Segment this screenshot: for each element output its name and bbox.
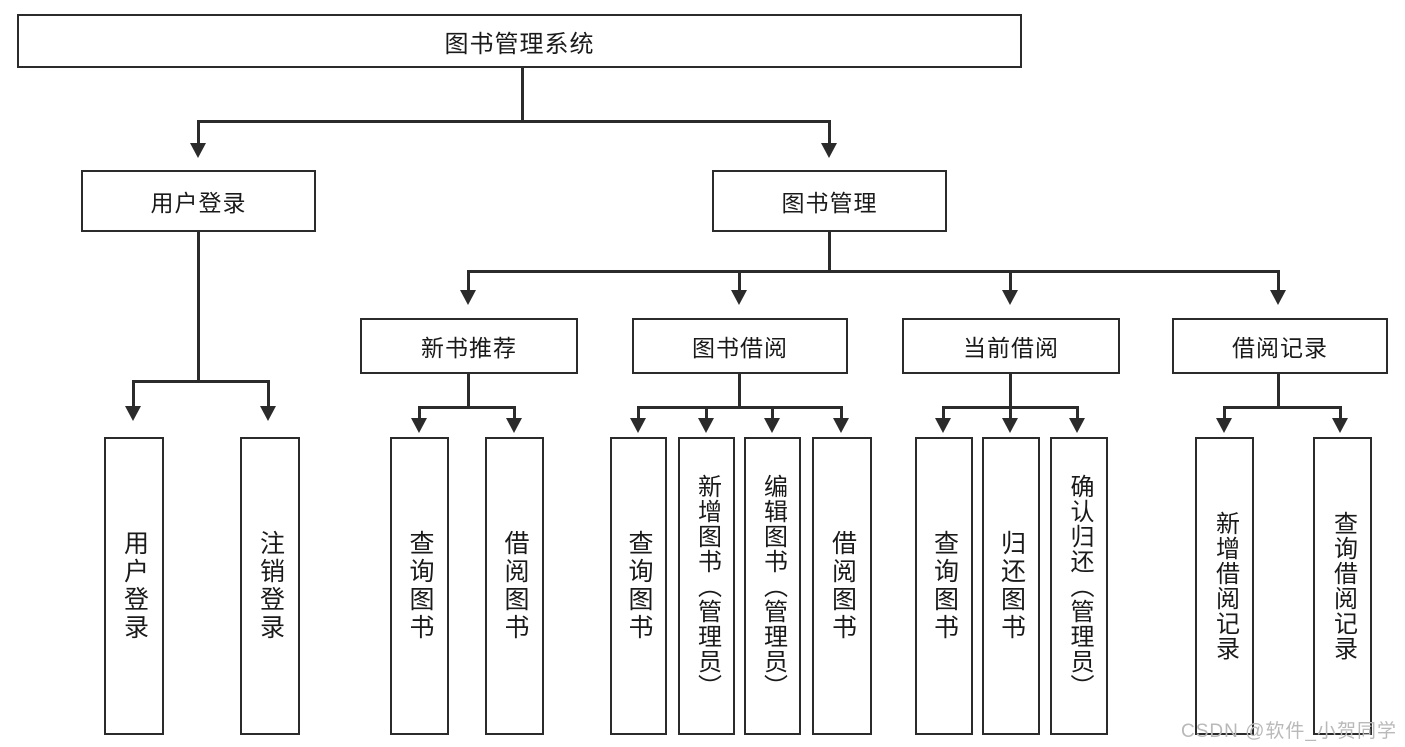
node-label: 借阅记录: [1232, 335, 1328, 361]
connector-new-book-stem: [467, 374, 470, 406]
connector-new-book-branch-2: [513, 406, 516, 420]
node-label: 新书推荐: [421, 335, 517, 361]
connector-current-borrow-branch-2: [1009, 406, 1012, 420]
connector-book-borrow-branch-4: [840, 406, 843, 420]
connector-root-to-user-login: [197, 120, 200, 145]
arrow-to-leaf-confirm-return: [1069, 418, 1085, 433]
arrow-to-leaf-return-book: [1002, 418, 1018, 433]
connector-new-book-branch-1: [418, 406, 421, 420]
connector-root-bus: [197, 120, 831, 123]
node-label: 图书管理系统: [444, 30, 595, 58]
arrow-to-borrow-record: [1270, 290, 1286, 305]
arrow-to-leaf-borrow-book-b: [833, 418, 849, 433]
arrow-to-leaf-logout: [260, 406, 276, 421]
connector-user-login-branch-2: [267, 380, 270, 408]
arrow-to-leaf-borrow-book-a: [506, 418, 522, 433]
leaf-label: 借阅图书: [828, 530, 857, 642]
arrow-to-leaf-edit-book: [764, 418, 780, 433]
leaf-query-book-new[interactable]: 查询图书: [390, 437, 449, 735]
leaf-user-login[interactable]: 用户登录: [104, 437, 164, 735]
leaf-query-book-borrow[interactable]: 查询图书: [610, 437, 667, 735]
connector-borrow-record-stem: [1277, 374, 1280, 406]
connector-borrow-record-bus: [1223, 406, 1342, 409]
connector-to-borrow-record: [1277, 270, 1280, 292]
leaf-logout[interactable]: 注销登录: [240, 437, 300, 735]
arrow-to-leaf-user-login: [125, 406, 141, 421]
connector-book-borrow-bus: [637, 406, 843, 409]
node-book-borrow[interactable]: 图书借阅: [632, 318, 848, 374]
connector-root-to-book-manage: [828, 120, 831, 145]
connector-borrow-record-branch-1: [1223, 406, 1226, 420]
arrow-to-leaf-query-book-c: [935, 418, 951, 433]
connector-to-current-borrow: [1009, 270, 1012, 292]
leaf-edit-book-admin[interactable]: 编辑图书（管理员）: [744, 437, 801, 735]
leaf-label: 查询借阅记录: [1329, 511, 1357, 661]
node-new-book-recommend[interactable]: 新书推荐: [360, 318, 578, 374]
connector-to-new-book: [467, 270, 470, 292]
arrow-to-book-borrow: [731, 290, 747, 305]
arrow-to-leaf-query-book-a: [411, 418, 427, 433]
connector-book-manage-stem: [828, 232, 831, 270]
connector-user-login-branch-1: [132, 380, 135, 408]
node-user-login[interactable]: 用户登录: [81, 170, 316, 232]
connector-user-login-stem: [197, 232, 200, 380]
arrow-to-book-manage: [821, 143, 837, 158]
leaf-label: 新增图书（管理员）: [693, 473, 721, 699]
arrow-to-leaf-query-book-b: [630, 418, 646, 433]
node-current-borrow[interactable]: 当前借阅: [902, 318, 1120, 374]
leaf-borrow-book-borrow[interactable]: 借阅图书: [812, 437, 872, 735]
connector-root-stem: [521, 68, 524, 120]
leaf-label: 归还图书: [997, 530, 1026, 642]
node-borrow-record[interactable]: 借阅记录: [1172, 318, 1388, 374]
arrow-to-leaf-query-record: [1332, 418, 1348, 433]
leaf-label: 新增借阅记录: [1211, 511, 1239, 661]
leaf-borrow-book-new[interactable]: 借阅图书: [485, 437, 544, 735]
node-book-manage[interactable]: 图书管理: [712, 170, 947, 232]
leaf-label: 查询图书: [406, 530, 434, 642]
leaf-add-book-admin[interactable]: 新增图书（管理员）: [678, 437, 735, 735]
connector-book-manage-bus: [467, 270, 1280, 273]
connector-book-borrow-branch-3: [771, 406, 774, 420]
leaf-label: 借阅图书: [501, 530, 529, 642]
leaf-label: 编辑图书（管理员）: [759, 473, 787, 699]
arrow-to-leaf-add-record: [1216, 418, 1232, 433]
leaf-label: 注销登录: [256, 530, 285, 642]
node-label: 图书管理: [781, 190, 878, 216]
connector-book-borrow-branch-2: [705, 406, 708, 420]
arrow-to-current-borrow: [1002, 290, 1018, 305]
leaf-add-borrow-record[interactable]: 新增借阅记录: [1195, 437, 1254, 735]
node-root-system[interactable]: 图书管理系统: [17, 14, 1022, 68]
leaf-confirm-return-admin[interactable]: 确认归还（管理员）: [1050, 437, 1108, 735]
leaf-label: 查询图书: [625, 530, 653, 642]
connector-new-book-bus: [418, 406, 516, 409]
csdn-watermark: CSDN @软件_小贺同学: [1181, 721, 1397, 742]
arrow-to-leaf-add-book: [698, 418, 714, 433]
connector-current-borrow-branch-3: [1076, 406, 1079, 420]
connector-current-borrow-branch-1: [942, 406, 945, 420]
arrow-to-new-book: [460, 290, 476, 305]
leaf-label: 用户登录: [120, 530, 149, 642]
leaf-query-book-current[interactable]: 查询图书: [915, 437, 973, 735]
leaf-label: 查询图书: [930, 530, 959, 642]
connector-book-borrow-stem: [738, 374, 741, 406]
leaf-label: 确认归还（管理员）: [1065, 473, 1093, 699]
connector-current-borrow-stem: [1009, 374, 1012, 406]
node-label: 图书借阅: [692, 335, 788, 361]
connector-to-book-borrow: [738, 270, 741, 292]
node-label: 用户登录: [150, 190, 247, 216]
node-label: 当前借阅: [963, 335, 1059, 361]
leaf-query-borrow-record[interactable]: 查询借阅记录: [1313, 437, 1372, 735]
connector-user-login-bus: [132, 380, 269, 383]
leaf-return-book[interactable]: 归还图书: [982, 437, 1040, 735]
connector-book-borrow-branch-1: [637, 406, 640, 420]
arrow-to-user-login: [190, 143, 206, 158]
connector-borrow-record-branch-2: [1339, 406, 1342, 420]
